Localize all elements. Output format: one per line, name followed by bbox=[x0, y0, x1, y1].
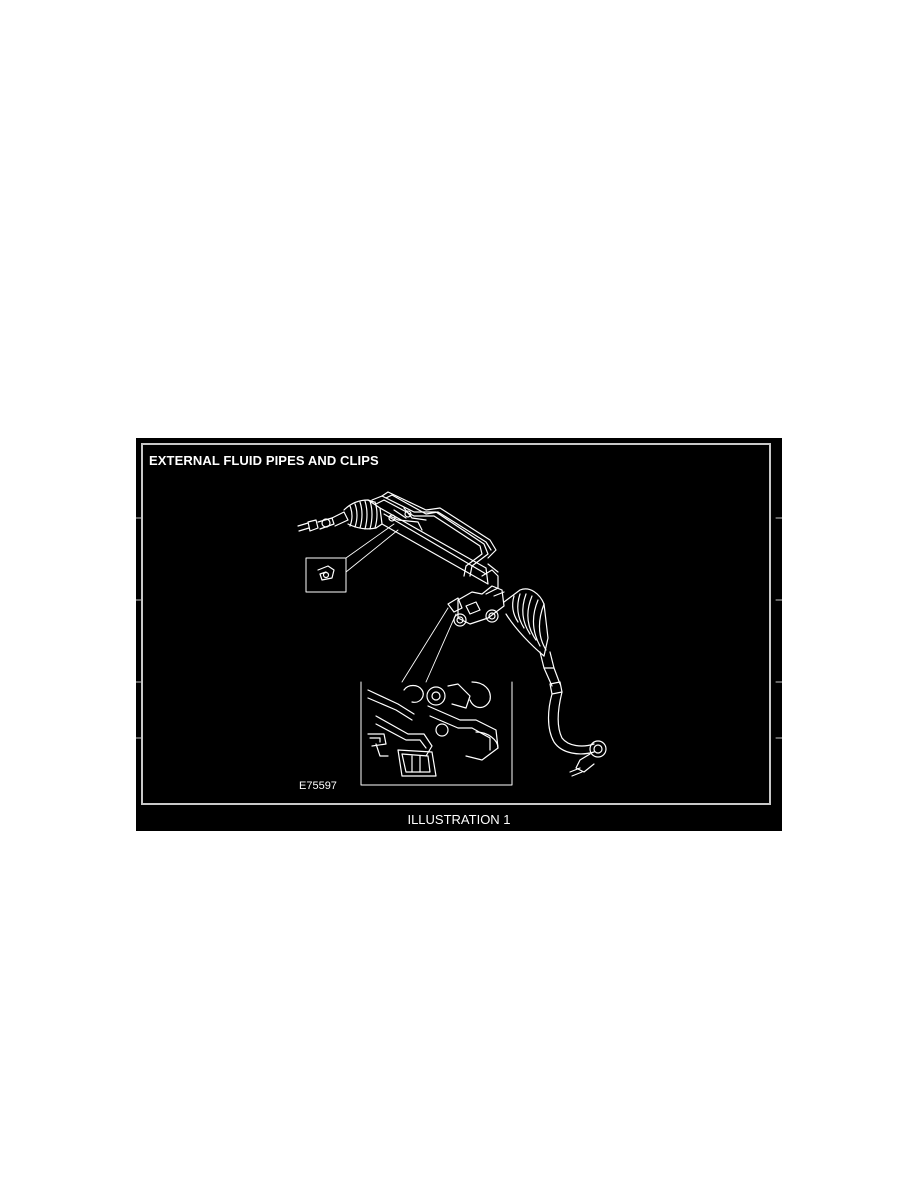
left-bellows-boot bbox=[343, 499, 383, 530]
valve-body bbox=[447, 563, 505, 627]
pipe-detail-callout bbox=[360, 607, 513, 786]
right-bellows-boot bbox=[503, 588, 549, 657]
steering-rack-line-drawing bbox=[136, 491, 782, 786]
illustration-title: EXTERNAL FLUID PIPES AND CLIPS bbox=[149, 453, 379, 468]
fluid-pipes bbox=[371, 491, 497, 577]
illustration-frame bbox=[141, 443, 771, 805]
right-tie-rod bbox=[539, 651, 607, 777]
figure-code: E75597 bbox=[299, 780, 337, 792]
illustration-caption: ILLUSTRATION 1 bbox=[407, 812, 511, 827]
clip-callout bbox=[305, 523, 399, 593]
frame-tick-marks bbox=[136, 517, 782, 739]
left-tie-rod-end bbox=[297, 511, 349, 532]
illustration-panel: EXTERNAL FLUID PIPES AND CLIPS bbox=[136, 438, 782, 831]
